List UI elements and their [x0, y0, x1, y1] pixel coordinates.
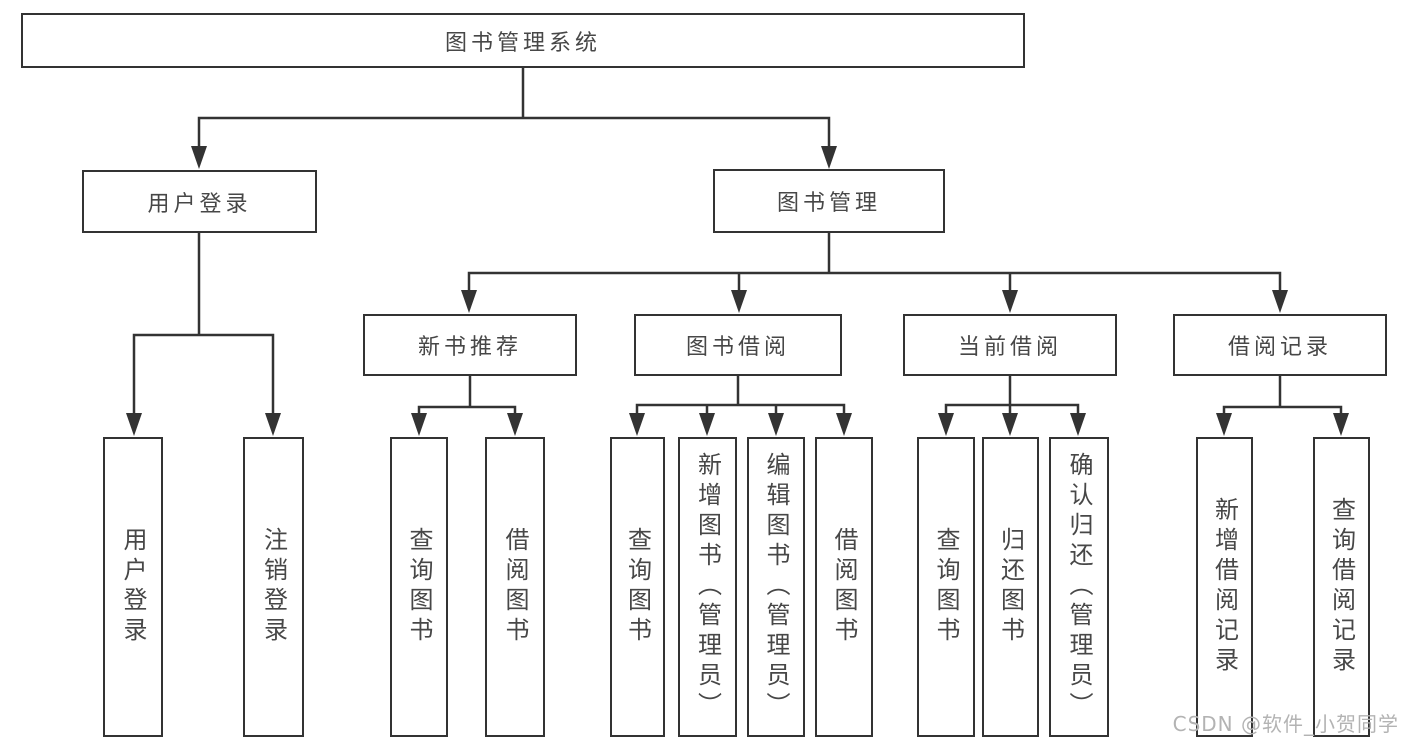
arrow-down-icon [507, 413, 523, 436]
node-borrowing-records: 借阅记录 [1173, 314, 1387, 376]
leaf-query-books-under-borrowing: 查询图书 [610, 437, 665, 737]
node-book-management: 图书管理 [713, 169, 945, 233]
node-label: 借阅图书 [501, 527, 529, 647]
leaf-query-borrow-record: 查询借阅记录 [1313, 437, 1370, 737]
node-label: 查询图书 [932, 527, 960, 647]
node-label: 图书管理系统 [444, 30, 601, 56]
arrow-down-icon [1216, 413, 1232, 436]
arrow-down-icon [191, 146, 207, 169]
node-label: 查询图书 [405, 527, 433, 647]
arrow-down-icon [629, 413, 645, 436]
arrow-down-icon [461, 290, 477, 313]
leaf-borrow-books-under-borrowing: 借阅图书 [815, 437, 873, 737]
node-label: 用户登录 [147, 191, 252, 217]
leaf-add-books-admin: 新增图书（管理员） [678, 437, 737, 737]
leaf-edit-books-admin: 编辑图书（管理员） [747, 437, 805, 737]
arrow-down-icon [836, 413, 852, 436]
node-label: 新增图书（管理员） [693, 452, 722, 722]
leaf-user-login: 用户登录 [103, 437, 163, 737]
arrow-down-icon [411, 413, 427, 436]
node-label: 编辑图书（管理员） [762, 452, 790, 722]
node-label: 借阅记录 [1227, 335, 1332, 360]
arrow-down-icon [1333, 413, 1349, 436]
node-label: 注销登录 [259, 527, 288, 647]
node-label: 查询借阅记录 [1327, 497, 1356, 677]
node-current-borrowing: 当前借阅 [903, 314, 1117, 376]
arrow-down-icon [731, 290, 747, 313]
node-label: 新书推荐 [417, 335, 522, 360]
arrow-down-icon [1070, 413, 1086, 436]
arrow-down-icon [1272, 290, 1288, 313]
node-label: 借阅图书 [830, 527, 858, 647]
leaf-query-books-under-recommendation: 查询图书 [390, 437, 448, 737]
arrow-down-icon [1002, 413, 1018, 436]
node-label: 图书借阅 [685, 335, 790, 360]
node-label: 查询图书 [623, 527, 652, 647]
arrow-down-icon [265, 413, 281, 436]
node-new-book-recommendation: 新书推荐 [363, 314, 577, 376]
arrow-down-icon [1002, 290, 1018, 313]
node-library-management-system: 图书管理系统 [21, 13, 1025, 68]
csdn-watermark: CSDN @软件_小贺同学 [1172, 712, 1399, 736]
node-label: 新增借阅记录 [1210, 497, 1239, 677]
node-label: 用户登录 [119, 527, 147, 647]
leaf-query-books-under-current: 查询图书 [917, 437, 975, 737]
leaf-borrow-books-under-recommendation: 借阅图书 [485, 437, 545, 737]
arrow-down-icon [768, 413, 784, 436]
node-label: 当前借阅 [957, 335, 1062, 360]
node-label: 确认归还（管理员） [1065, 452, 1093, 722]
leaf-confirm-return-admin: 确认归还（管理员） [1049, 437, 1109, 737]
leaf-add-borrow-record: 新增借阅记录 [1196, 437, 1253, 737]
node-label: 归还图书 [996, 527, 1025, 647]
arrow-down-icon [938, 413, 954, 436]
arrow-down-icon [699, 413, 715, 436]
node-book-borrowing: 图书借阅 [634, 314, 842, 376]
node-label: 图书管理 [776, 191, 881, 216]
leaf-return-books: 归还图书 [982, 437, 1039, 737]
arrow-down-icon [821, 146, 837, 169]
node-user-login: 用户登录 [82, 170, 317, 233]
arrow-down-icon [126, 413, 142, 436]
leaf-logout: 注销登录 [243, 437, 304, 737]
